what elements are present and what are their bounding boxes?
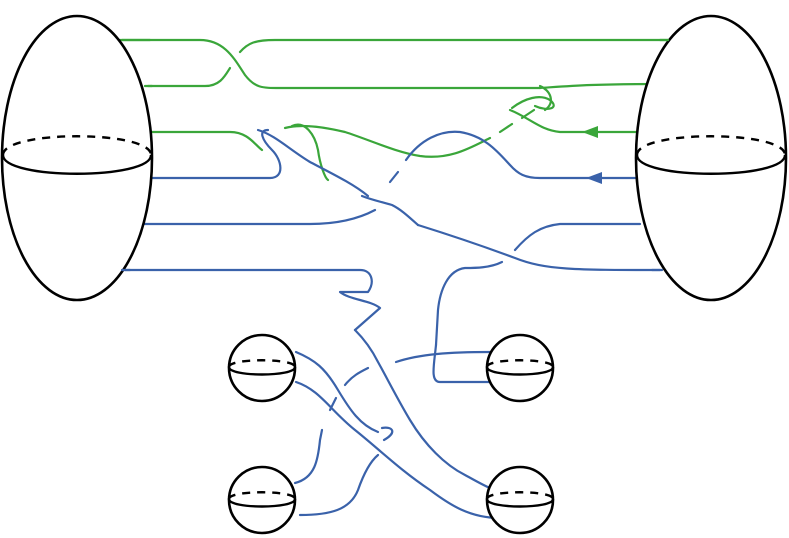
green-strand-third — [148, 130, 264, 152]
green-strand-second-b — [238, 38, 670, 54]
blue-strand-d-b — [353, 328, 497, 492]
right-ellipsoid-front-equator — [635, 154, 787, 175]
green-strand-third-b — [283, 124, 492, 158]
small-sphere-top-right-front — [485, 366, 555, 376]
small-sphere-top-right-icon — [485, 333, 555, 403]
blue-arrowhead — [586, 172, 602, 184]
left-ellipsoid-icon — [0, 14, 154, 302]
right-ellipsoid-back-equator — [635, 135, 787, 156]
blue-strand-a-b — [256, 128, 370, 198]
green-strand-dash-1 — [498, 122, 514, 134]
blue-strand-a-c — [360, 194, 420, 227]
blue-strand-dash — [388, 170, 400, 184]
small-sphere-bottom-left-outline — [227, 465, 297, 535]
blue-strand-e-b — [380, 426, 394, 442]
small-sphere-top-right-back — [485, 359, 555, 369]
small-sphere-top-left-icon — [227, 333, 297, 403]
small-sphere-bottom-left-front — [227, 498, 297, 508]
small-sphere-bottom-right-icon — [485, 465, 555, 535]
blue-strand-c — [513, 222, 642, 252]
blue-strands — [123, 128, 662, 520]
left-ellipsoid-back-equator — [1, 135, 153, 156]
green-strand-second — [143, 66, 232, 88]
left-ellipsoid-front-equator — [1, 154, 153, 175]
right-ellipsoid-icon — [634, 14, 788, 302]
small-sphere-top-left-back — [227, 359, 297, 369]
blue-strand-d — [123, 268, 382, 332]
blue-strand-a — [148, 128, 282, 180]
small-sphere-bottom-left-icon — [227, 465, 297, 535]
green-strands — [118, 38, 670, 182]
green-strand-top — [118, 38, 542, 90]
blue-strand-e — [294, 350, 380, 434]
small-sphere-bottom-right-front — [485, 498, 555, 508]
blue-strand-f — [294, 380, 502, 520]
small-sphere-top-left-front — [227, 366, 297, 376]
blue-strand-b-b — [416, 223, 662, 272]
blue-strand-c-b — [434, 260, 504, 347]
blue-strand-up — [404, 130, 642, 180]
green-arrowhead — [582, 126, 598, 138]
blue-strand-j — [432, 343, 492, 384]
green-strand-to-arrow-b — [538, 84, 552, 112]
blue-strand-i — [394, 350, 492, 364]
green-strand-to-arrow — [508, 108, 642, 134]
green-strand-top-tail — [538, 82, 662, 90]
small-sphere-bottom-right-outline — [485, 465, 555, 535]
blue-arrow-icon — [586, 172, 602, 184]
small-sphere-bottom-right-back — [485, 491, 555, 501]
left-ellipsoid-outline — [0, 14, 154, 302]
small-sphere-top-right-outline — [485, 333, 555, 403]
blue-strand-g-c — [343, 366, 370, 387]
right-ellipsoid-outline — [634, 14, 788, 302]
small-sphere-bottom-left-back — [227, 491, 297, 501]
blue-strand-h — [298, 453, 380, 517]
blue-strand-g — [293, 428, 324, 485]
blue-strand-b — [143, 208, 377, 226]
green-strand-twist — [290, 123, 330, 182]
strand-endpoints — [120, 38, 670, 272]
blue-strand-g-b — [328, 396, 338, 412]
green-arrow-icon — [582, 126, 598, 138]
small-sphere-top-left-outline — [227, 333, 297, 403]
